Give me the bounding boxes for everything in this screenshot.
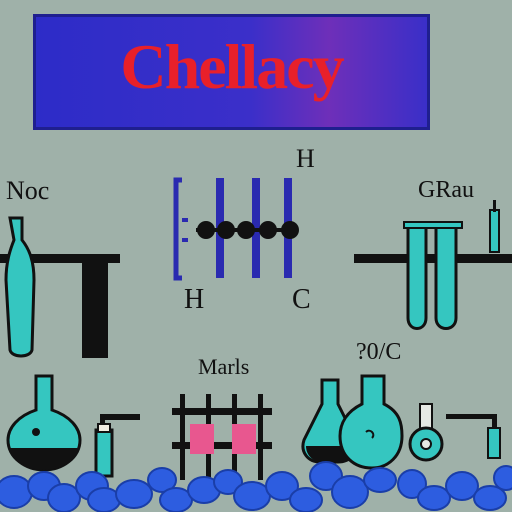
right-lab-stand (354, 254, 512, 263)
small-flask-icon (408, 403, 444, 462)
left-vase-icon (4, 216, 36, 358)
label-molecule-left: H (184, 284, 205, 315)
left-lab-stand (0, 254, 120, 358)
label-top-left: Noc (6, 176, 50, 205)
banner-title: Chellacy (120, 31, 344, 102)
right-dropper-icon (446, 414, 501, 459)
label-top-right: GRau (418, 177, 474, 203)
label-molecule-top: H (296, 144, 315, 173)
test-tube-icon (403, 200, 500, 330)
molecule-diagram (173, 177, 299, 281)
label-molecule-right: C (292, 284, 311, 315)
bubbles-row (0, 461, 512, 512)
test-tube-rack-icon (172, 394, 272, 480)
title-banner: Chellacy (33, 14, 430, 130)
label-bottom-center: Marls (198, 354, 250, 379)
dropper-bottle-icon (94, 414, 140, 478)
round-flask-icon-left (6, 374, 82, 472)
round-flask-icon-center (338, 374, 404, 470)
label-bottom-right: ?0/C (356, 339, 402, 365)
